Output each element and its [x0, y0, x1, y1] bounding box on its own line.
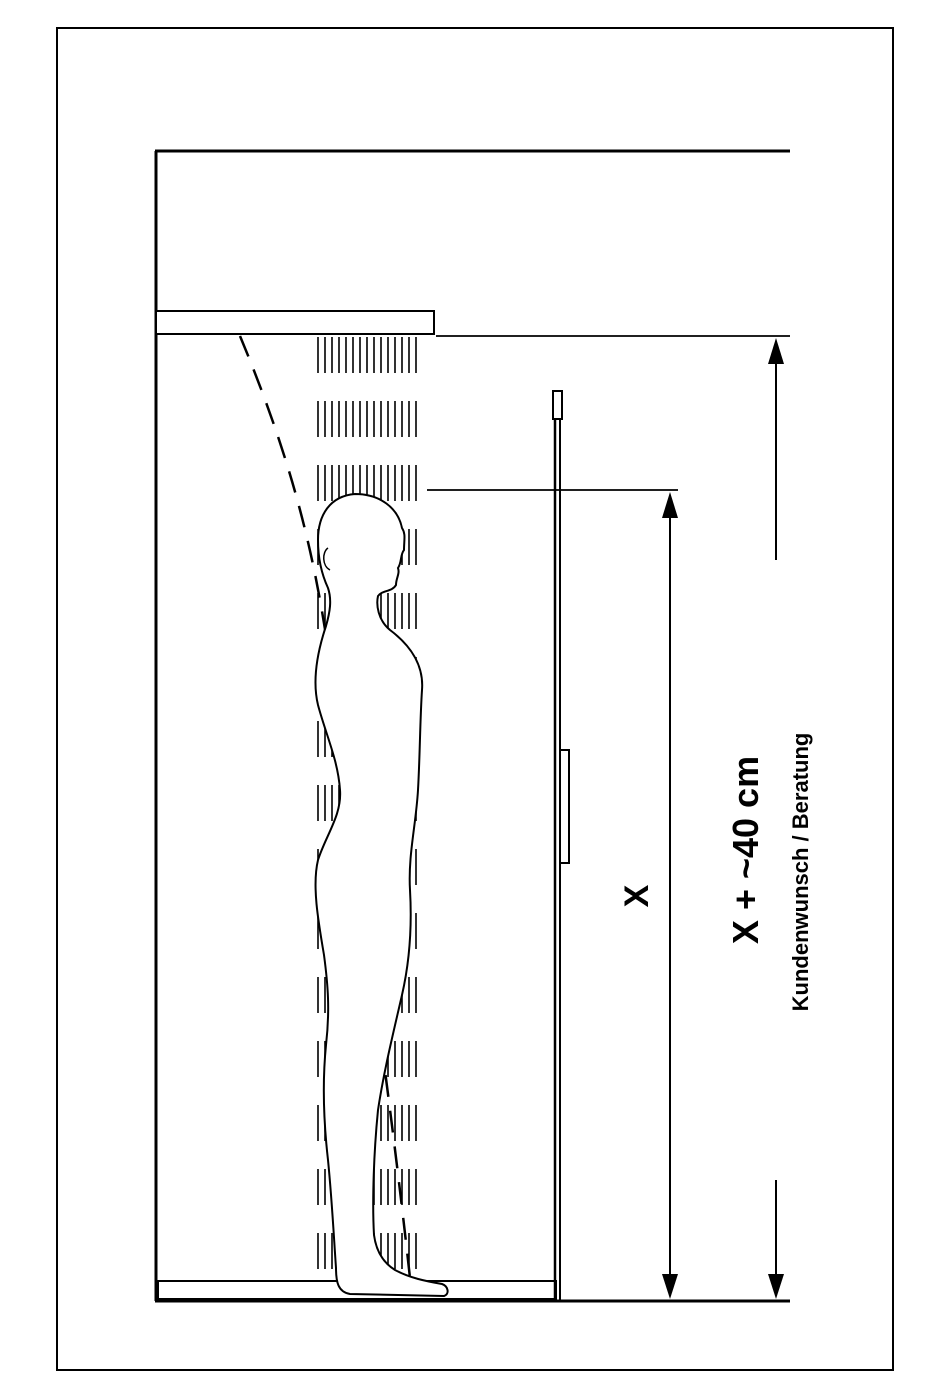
rain-shower-head: [156, 311, 434, 334]
dimension-x-arrow-top: [662, 492, 678, 518]
door-handle: [560, 750, 569, 863]
dimension-x-plus-arrow-bottom: [768, 1274, 784, 1299]
dimension-x-plus-arrow-top: [768, 338, 784, 364]
dimension-x-arrow-bottom: [662, 1274, 678, 1299]
dimension-x-plus: [768, 338, 784, 1299]
dimension-x: [662, 492, 678, 1299]
label-customer-request: Kundenwunsch / Beratung: [788, 733, 813, 1012]
label-x: X: [618, 884, 656, 907]
outer-frame: [57, 28, 893, 1370]
door-top-cap: [553, 391, 562, 419]
glass-door: [553, 391, 569, 1300]
label-x-plus-40: X + ~40 cm: [725, 756, 766, 944]
